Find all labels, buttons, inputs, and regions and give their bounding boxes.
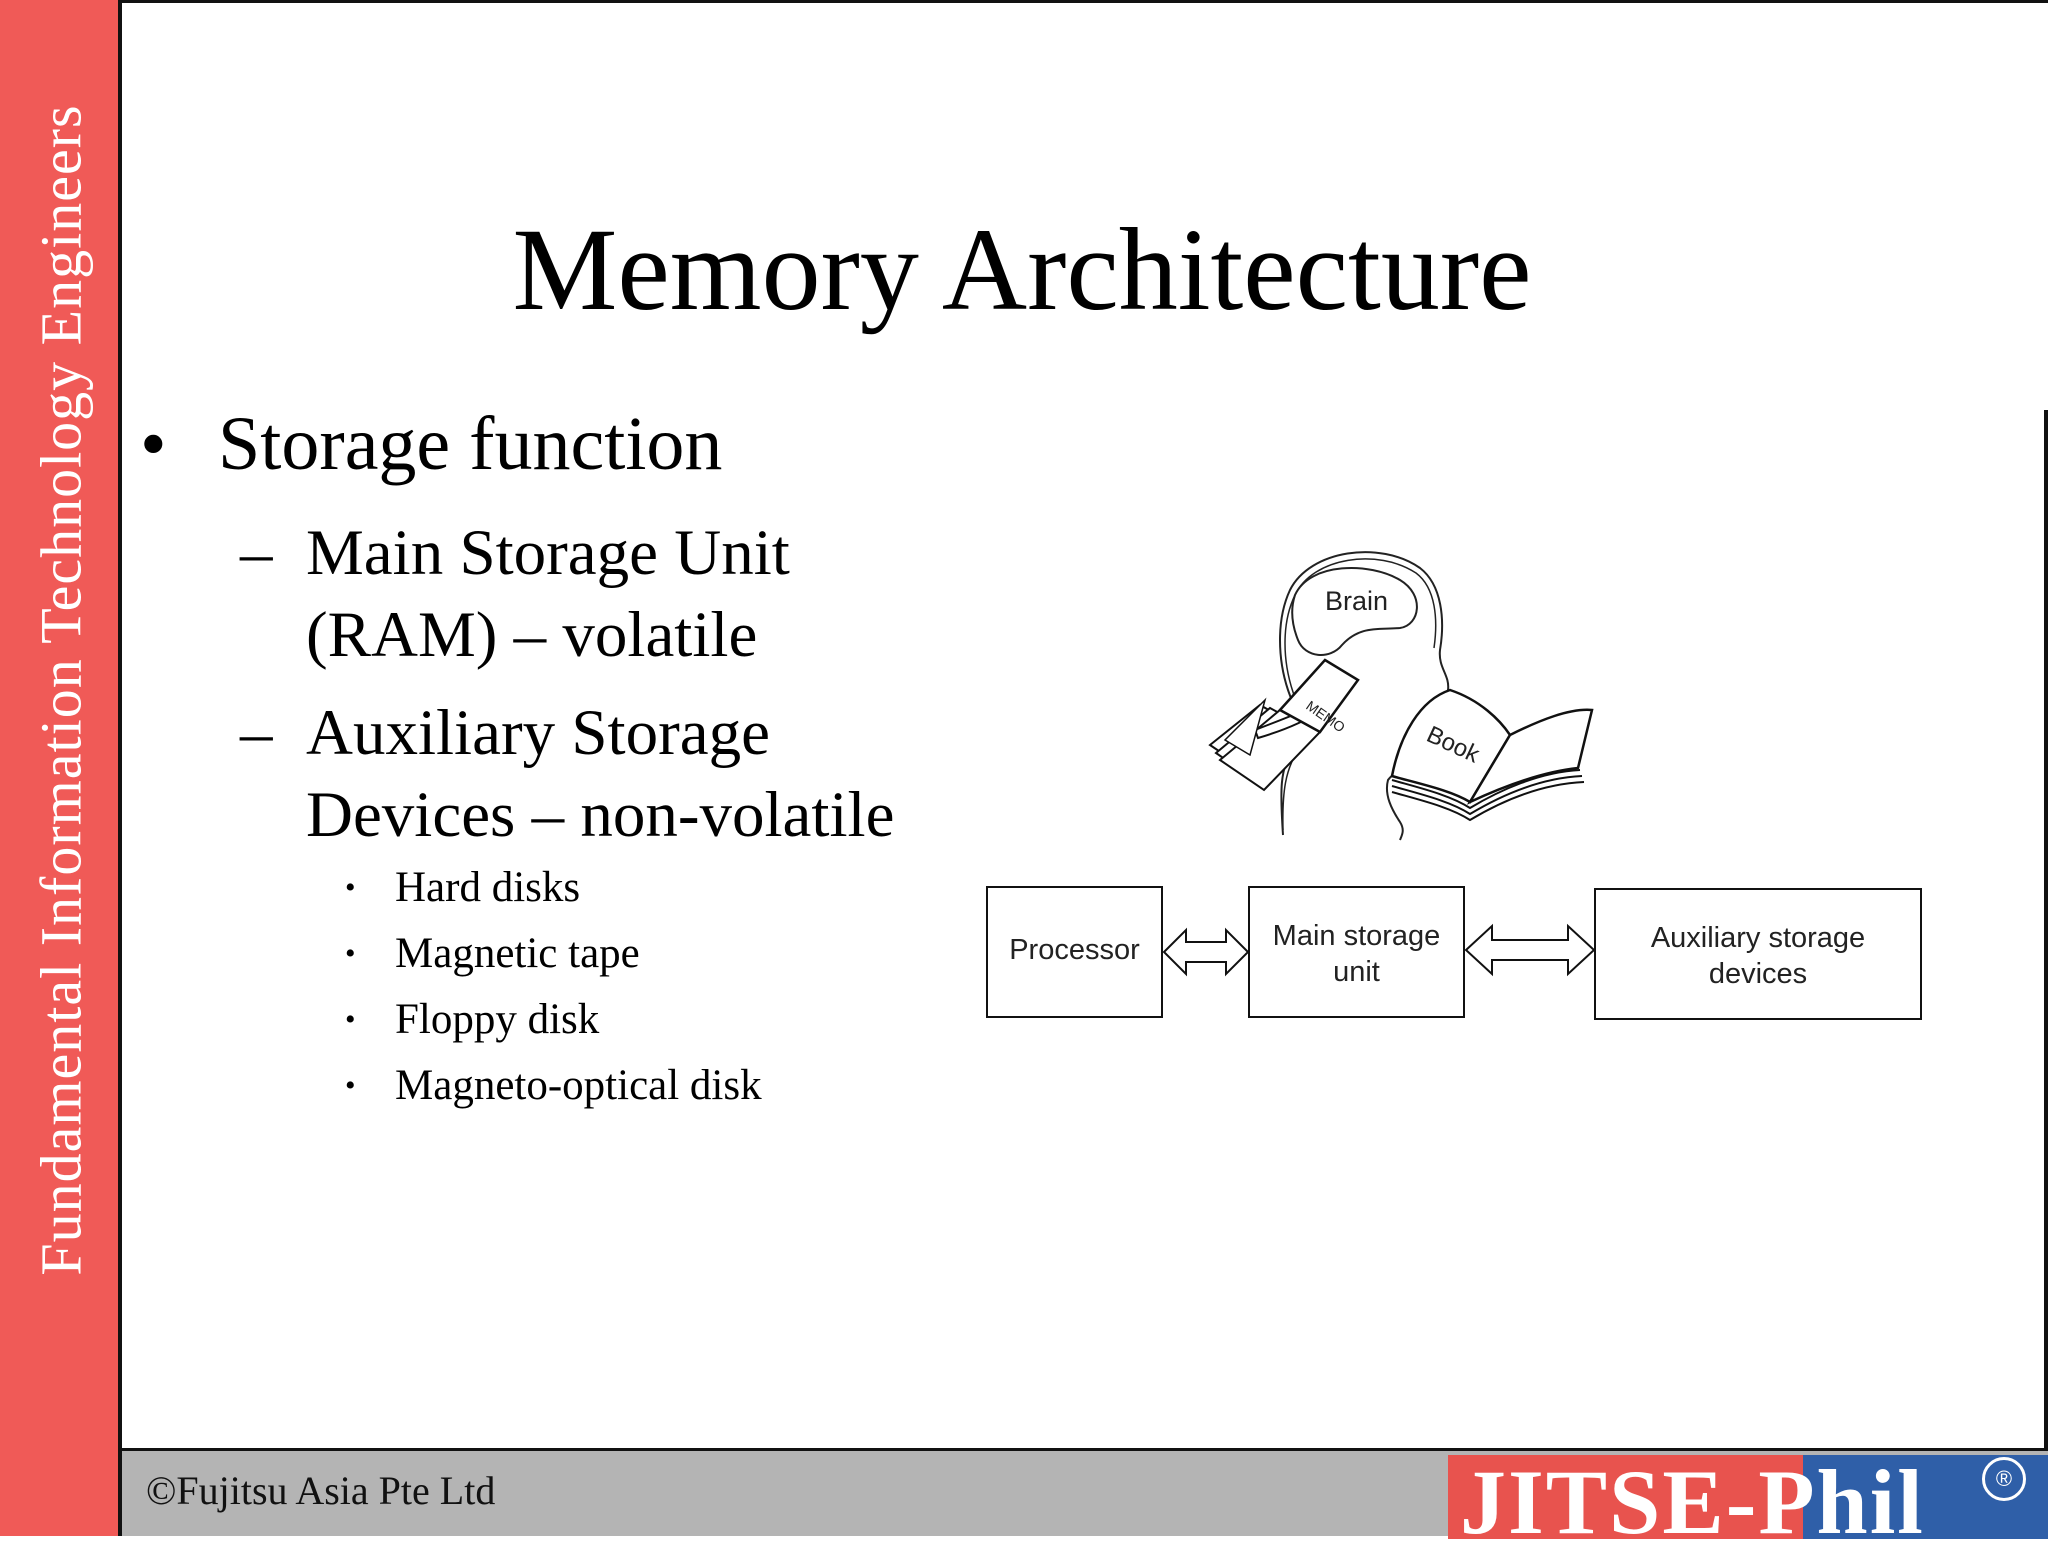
right-border — [2044, 410, 2048, 1450]
double-arrow-icon — [1162, 927, 1250, 977]
registered-mark-icon: ® — [1982, 1457, 2026, 1501]
processor-box — [986, 886, 1163, 1018]
copyright-text: ©Fujitsu Asia Pte Ltd — [146, 1468, 496, 1513]
diagram-drawing: Brain MEMO Book — [986, 551, 1922, 1020]
list-item-text: Hard disks — [395, 864, 581, 911]
logo-left-text: JITSE — [1460, 1451, 1726, 1553]
sidebar-label: Fundamental Information Technology Engin… — [28, 104, 94, 1276]
list-item-text: Floppy disk — [395, 996, 600, 1043]
main-storage-label-line1: Main storage — [1272, 920, 1441, 952]
list-item-text: Magneto-optical disk — [395, 1062, 762, 1109]
bullet-text: Storage function — [218, 402, 723, 486]
memory-diagram: Brain MEMO Book Processor Main sto — [980, 540, 1980, 1040]
list-item-text: Magnetic tape — [395, 930, 640, 977]
sub-bullet-line: Auxiliary Storage — [306, 697, 770, 769]
brain-outline-icon — [1291, 566, 1418, 656]
double-arrow-icon — [1464, 923, 1596, 977]
sub-bullet-line: (RAM) – volatile — [306, 599, 758, 671]
item-dot: • — [345, 1069, 356, 1102]
jitse-phil-logo: JITSE-Phil ® — [1448, 1451, 2048, 1553]
sub-bullet-line: Devices – non-volatile — [306, 779, 895, 851]
item-dot: • — [345, 1003, 356, 1036]
item-dot: • — [345, 937, 356, 970]
footer-bar: ©Fujitsu Asia Pte Ltd JITSE-Phil ® — [122, 1448, 2048, 1553]
brain-label: Brain — [1325, 586, 1388, 616]
logo-right-text: -Phil — [1725, 1451, 1925, 1553]
sub-bullet-line: Main Storage Unit — [306, 517, 790, 589]
aux-storage-label-line1: Auxiliary storage — [1650, 922, 1866, 954]
book-icon: Book — [1390, 688, 1594, 822]
bullet-dot: • — [140, 402, 167, 486]
sidebar-band: Fundamental Information Technology Engin… — [0, 0, 122, 1536]
logo-text: JITSE-Phil — [1460, 1449, 1925, 1555]
memo-icon: MEMO — [1208, 658, 1360, 792]
dash-marker: – — [240, 517, 273, 589]
logo-red-panel — [1448, 1455, 1803, 1539]
slide-title: Memory Architecture — [512, 204, 1532, 335]
aux-storage-box — [1594, 888, 1922, 1020]
dash-marker: – — [240, 697, 273, 769]
item-dot: • — [345, 871, 356, 904]
aux-storage-label-line2: devices — [1708, 958, 1808, 990]
main-storage-label-line2: unit — [1333, 956, 1380, 988]
processor-label: Processor — [1009, 934, 1140, 966]
